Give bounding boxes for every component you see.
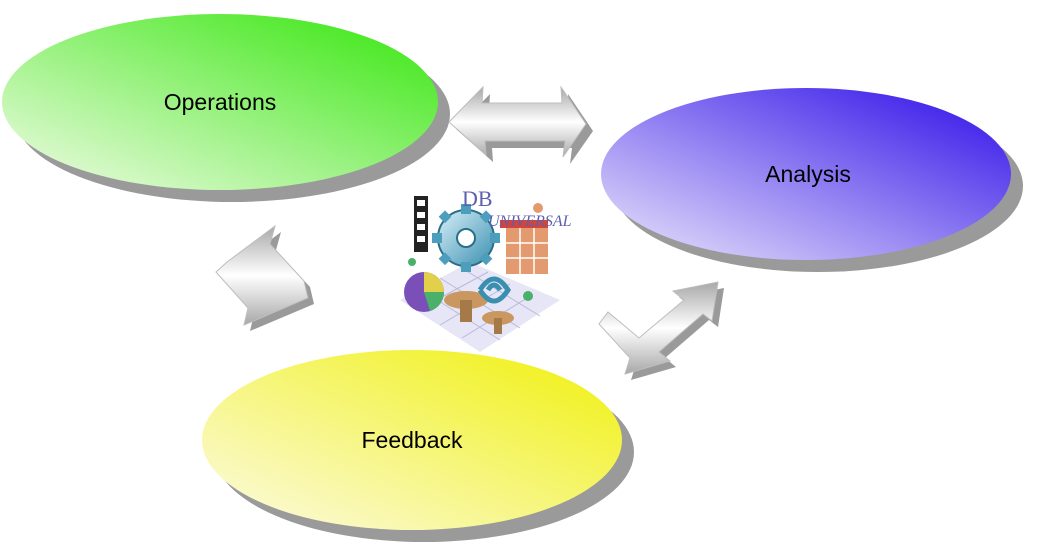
feedback-ellipse bbox=[202, 350, 622, 530]
arrow-operations-feedback-body bbox=[215, 224, 309, 326]
logo-text-universal: UNIVERSAL bbox=[488, 213, 572, 230]
arrow-analysis-feedback bbox=[598, 281, 724, 380]
arrow-operations-analysis bbox=[448, 85, 593, 164]
operations-ellipse bbox=[2, 14, 438, 190]
operations-label: Operations bbox=[164, 89, 277, 115]
node-feedback: Feedback bbox=[202, 350, 634, 542]
node-operations: Operations bbox=[2, 14, 450, 202]
logo-grid-block bbox=[500, 220, 548, 274]
arrow-operations-feedback bbox=[215, 224, 314, 331]
spiral-icon bbox=[477, 276, 511, 304]
arrow-operations-analysis-body bbox=[448, 85, 587, 158]
db-universal-logo: DB UNIVERSAL bbox=[400, 186, 572, 352]
logo-stools bbox=[444, 291, 514, 334]
gear-icon bbox=[432, 204, 500, 272]
node-analysis: Analysis bbox=[601, 88, 1023, 272]
pie-chart-icon bbox=[404, 272, 444, 312]
feedback-label: Feedback bbox=[361, 427, 463, 453]
analysis-ellipse bbox=[601, 88, 1011, 260]
analysis-label: Analysis bbox=[765, 161, 851, 187]
arrow-analysis-feedback-body bbox=[598, 281, 719, 375]
logo-text-db: DB bbox=[462, 186, 493, 211]
